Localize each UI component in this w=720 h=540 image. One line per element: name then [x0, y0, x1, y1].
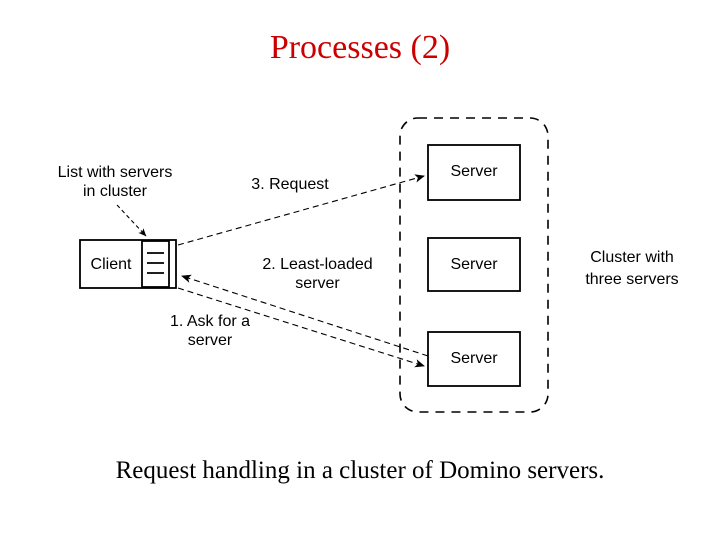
server-label-2: Server: [450, 256, 498, 273]
document-list-icon[interactable]: [141, 240, 170, 288]
server-box-2[interactable]: [427, 237, 521, 292]
annotation-step-3-line1: 3. Request: [251, 176, 329, 193]
server-box-1[interactable]: [427, 144, 521, 201]
page-title: Processes (2): [269, 29, 451, 66]
slide-caption: Request handling in a cluster of Domino …: [115, 457, 605, 484]
arrow-step-2: [181, 274, 429, 357]
arrow-list-pointer: [116, 204, 147, 237]
cluster-boundary: [399, 117, 549, 413]
server-label-1: Server: [450, 163, 498, 180]
annotation-list-with-servers-line2: in cluster: [82, 183, 148, 200]
annotation-step-1-line2: server: [187, 332, 233, 349]
annotation-step-2-line1: 2. Least-loaded: [262, 256, 373, 273]
arrow-step-1: [177, 287, 425, 368]
cluster-label-line1: Cluster with: [590, 249, 674, 266]
annotation-list-with-servers-line1: List with servers: [57, 164, 173, 181]
cluster-label-line2: three servers: [585, 271, 679, 288]
annotation-step-1-line1: 1. Ask for a: [169, 313, 251, 330]
annotation-step-2-line2: server: [295, 275, 340, 292]
arrow-step-3: [177, 174, 425, 246]
client-label: Client: [90, 256, 132, 273]
server-box-3[interactable]: [427, 331, 521, 387]
server-label-3: Server: [450, 350, 498, 367]
